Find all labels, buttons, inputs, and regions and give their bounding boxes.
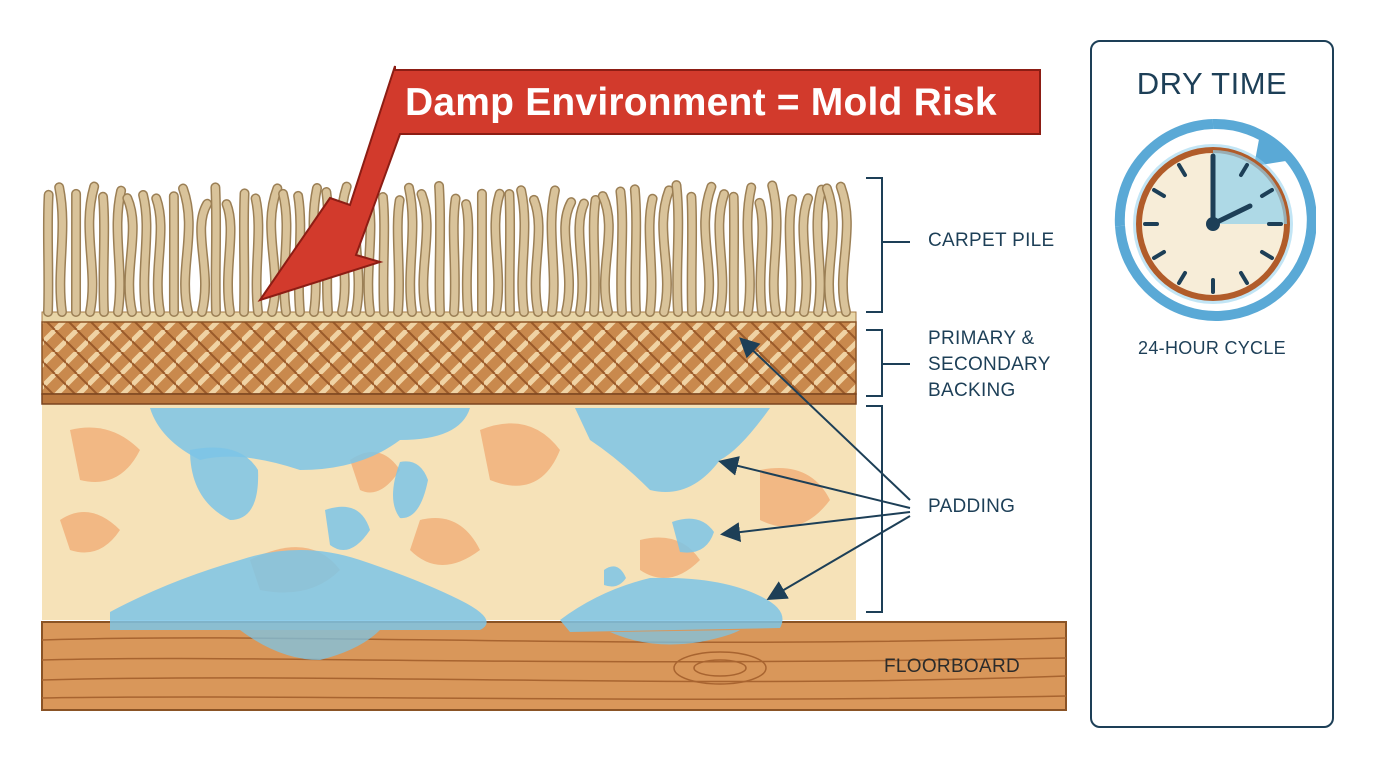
carpet-fiber xyxy=(223,200,235,316)
carpet-fiber xyxy=(823,184,837,316)
carpet-fiber xyxy=(517,186,528,316)
carpet-fiber xyxy=(561,198,575,316)
carpet-fiber xyxy=(252,194,262,316)
carpet-fiber xyxy=(491,190,504,316)
carpet-fiber xyxy=(599,192,613,316)
backing-label-line3: BACKING xyxy=(928,380,1016,401)
carpet-fiber xyxy=(616,187,626,316)
carpet-pile-label: CARPET PILE xyxy=(928,230,1055,251)
carpet-fiber xyxy=(44,191,53,316)
carpet-fiber xyxy=(152,194,165,316)
carpet-fiber xyxy=(687,193,696,316)
carpet-fiber xyxy=(755,199,766,316)
carpet-fiber xyxy=(211,183,220,316)
carpet-fiber xyxy=(139,191,150,316)
carpet-fiber xyxy=(55,183,66,316)
carpet-fiber xyxy=(279,190,290,316)
carpet-fiber xyxy=(672,181,682,316)
pointer-arrows xyxy=(718,337,911,601)
layer-brackets xyxy=(866,177,910,613)
carpet-fiber xyxy=(786,195,796,316)
carpet-pile-fibers xyxy=(42,180,852,317)
carpet-fiber xyxy=(837,183,851,316)
carpet-fiber xyxy=(799,194,812,316)
carpet-fiber xyxy=(701,183,715,316)
carpet-fiber xyxy=(575,200,588,316)
carpet-fiber xyxy=(85,183,98,316)
carpet-fiber xyxy=(631,185,640,316)
carpet-fiber xyxy=(768,181,781,316)
carpet-fiber xyxy=(505,190,514,316)
carpet-fiber xyxy=(114,187,125,316)
carpet-fiber xyxy=(240,189,249,316)
carpet-fiber xyxy=(462,200,472,316)
carpet-fiber xyxy=(548,186,559,316)
carpet-fiber xyxy=(744,184,755,316)
backing-label-line1: PRIMARY & xyxy=(928,328,1035,349)
carpet-fiber xyxy=(99,193,108,316)
carpet-fiber xyxy=(646,195,657,316)
floorboard-layer xyxy=(41,621,1067,711)
carpet-fiber xyxy=(267,184,281,316)
carpet-fiber xyxy=(813,186,826,316)
carpet-fiber xyxy=(450,195,460,316)
backing-layer xyxy=(41,311,857,405)
carpet-fiber xyxy=(179,185,193,316)
carpet-fiber xyxy=(590,196,600,316)
carpet-fiber xyxy=(530,196,543,316)
carpet-fiber xyxy=(394,196,404,316)
carpet-fiber xyxy=(405,184,416,316)
floorboard-label: FLOORBOARD xyxy=(884,656,1021,677)
carpet-fiber xyxy=(197,200,211,316)
padding-label: PADDING xyxy=(928,496,1016,517)
dry-time-caption: 24-HOUR CYCLE xyxy=(1138,338,1286,358)
mold-risk-arrow xyxy=(257,65,1041,302)
backing-label-line2: SECONDARY xyxy=(928,354,1051,375)
dry-time-title: DRY TIME xyxy=(1136,66,1288,101)
carpet-fiber xyxy=(659,186,673,316)
carpet-fiber xyxy=(435,182,444,316)
carpet-fiber xyxy=(715,190,728,316)
clock-icon xyxy=(1114,118,1316,321)
carpet-fiber xyxy=(417,190,431,316)
padding-layer xyxy=(42,404,856,660)
dry-time-panel: DRY TIME 24-HOUR CYCLE xyxy=(1090,40,1334,728)
carpet-fiber xyxy=(379,193,388,316)
carpet-fiber xyxy=(123,194,137,316)
mold-risk-banner: Damp Environment = Mold Risk xyxy=(405,81,997,124)
